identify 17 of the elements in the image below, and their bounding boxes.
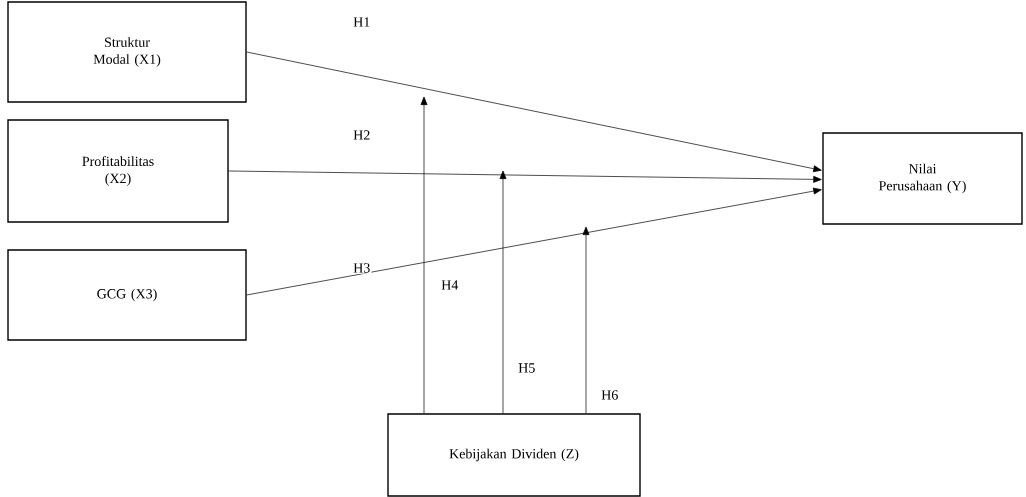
edge-label: H2: [352, 129, 372, 141]
edge-label: H1: [352, 16, 372, 28]
arrow: [246, 187, 822, 296]
variable-box: Nilai Perusahaan (Y): [822, 132, 1023, 225]
edge-label: H6: [600, 389, 620, 401]
edge-label: H4: [440, 279, 460, 291]
variable-box: Profitabilitas (X2): [7, 119, 229, 223]
arrow: [582, 226, 590, 414]
arrow: [246, 51, 822, 173]
arrow: [228, 170, 822, 183]
variable-box: Struktur Modal (X1): [7, 1, 247, 103]
edge-label: H5: [517, 362, 537, 374]
variable-box: GCG (X3): [7, 249, 247, 341]
arrow: [499, 170, 507, 414]
edge-label: H3: [352, 262, 372, 274]
variable-box: Kebijakan Dividen (Z): [387, 413, 641, 497]
arrow: [420, 96, 428, 414]
